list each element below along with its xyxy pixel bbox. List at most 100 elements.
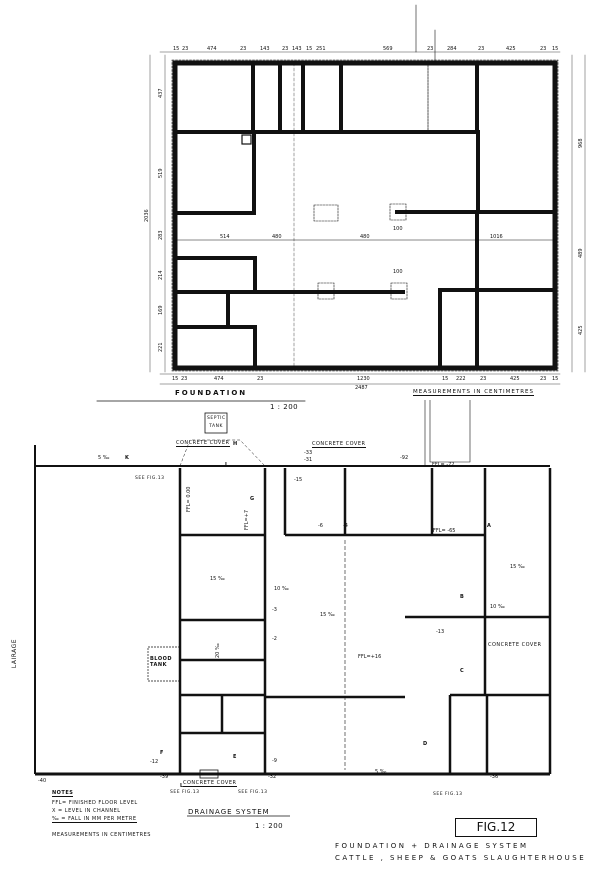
- svg-text:569: 569: [383, 46, 393, 52]
- section-markers: A B C D E F G H J K L: [125, 441, 491, 789]
- svg-text:23: 23: [181, 376, 187, 382]
- svg-text:23: 23: [540, 46, 546, 52]
- section-marker-l: L: [180, 783, 184, 789]
- svg-text:15 ‰: 15 ‰: [320, 612, 335, 618]
- figure-caption-line1: FOUNDATION + DRAINAGE SYSTEM: [335, 842, 529, 850]
- svg-text:2487: 2487: [355, 385, 368, 391]
- svg-text:425: 425: [510, 376, 520, 382]
- dim-label: 15: [173, 46, 179, 52]
- svg-text:-6: -6: [318, 523, 323, 529]
- svg-text:FFL= -65: FFL= -65: [433, 528, 455, 534]
- svg-text:-2: -2: [272, 636, 277, 642]
- concrete-cover-label: CONCRETE COVER: [488, 642, 542, 648]
- concrete-cover-box: [199, 769, 219, 779]
- section-marker-e: E: [233, 754, 237, 760]
- notes-heading: NOTES: [52, 790, 74, 797]
- svg-text:480: 480: [360, 234, 370, 240]
- see-fig-label: SEE FIG.13: [135, 476, 165, 481]
- svg-text:23: 23: [540, 376, 546, 382]
- see-fig-label: SEE FIG.13: [433, 792, 463, 797]
- section-marker-d: D: [423, 741, 427, 747]
- svg-text:169: 169: [158, 305, 164, 315]
- foundation-units-note: MEASUREMENTS IN CENTIMETRES: [413, 389, 534, 396]
- section-marker-k: K: [125, 455, 130, 461]
- pad-footing: [317, 282, 335, 300]
- pad-footing: [390, 282, 408, 300]
- svg-text:100: 100: [393, 226, 403, 232]
- foundation-inner-walls: [173, 61, 557, 370]
- svg-text:968: 968: [578, 138, 584, 148]
- svg-text:15: 15: [552, 376, 558, 382]
- svg-text:425: 425: [578, 325, 584, 335]
- svg-text:-40: -40: [38, 778, 46, 784]
- section-marker-b: B: [460, 594, 464, 600]
- svg-text:284: 284: [447, 46, 457, 52]
- svg-text:10 ‰: 10 ‰: [490, 604, 505, 610]
- svg-text:1016: 1016: [490, 234, 503, 240]
- blood-tank: [147, 646, 181, 682]
- figure-number: FIG.12: [455, 818, 537, 837]
- drainage-plan: [34, 400, 552, 817]
- foundation-title: FOUNDATION: [175, 389, 248, 397]
- svg-text:474: 474: [207, 46, 217, 52]
- svg-text:23: 23: [182, 46, 188, 52]
- svg-text:23: 23: [257, 376, 263, 382]
- svg-text:15: 15: [552, 46, 558, 52]
- drainage-level-labels: -40 -39 -32 -36 -12 -9 -2 -3 -4 -6 -13 -…: [38, 450, 525, 784]
- fall-label: 20 ‰: [215, 643, 221, 658]
- svg-text:23: 23: [240, 46, 246, 52]
- svg-text:FFL=+7: FFL=+7: [244, 510, 250, 530]
- svg-text:-32: -32: [268, 774, 276, 780]
- svg-text:-39: -39: [160, 774, 168, 780]
- level-label: -33: [304, 450, 312, 456]
- section-marker-g: G: [250, 496, 254, 502]
- drainage-scale: 1 : 200: [255, 822, 284, 830]
- svg-text:-4: -4: [343, 523, 348, 529]
- svg-text:23: 23: [282, 46, 288, 52]
- svg-text:222: 222: [456, 376, 466, 382]
- svg-text:214: 214: [158, 270, 164, 280]
- section-marker-f: F: [160, 750, 163, 756]
- blood-tank-label: BLOOD TANK: [150, 656, 172, 668]
- see-fig-label: SEE FIG.13: [238, 790, 268, 795]
- lairage-label: LAIRAGE: [11, 638, 19, 669]
- note-item: ‰ = FALL IN MM PER METRE: [52, 816, 137, 823]
- svg-text:143: 143: [260, 46, 270, 52]
- svg-text:-3: -3: [272, 607, 277, 613]
- section-marker-h: H: [233, 441, 237, 447]
- svg-text:5 ‰: 5 ‰: [98, 455, 110, 461]
- section-marker-j: J: [224, 462, 227, 468]
- svg-text:10 ‰: 10 ‰: [274, 586, 289, 592]
- concrete-cover-label: CONCRETE COVER: [183, 780, 237, 787]
- concrete-cover-label: CONCRETE COVER: [312, 441, 366, 448]
- level-label: -31: [304, 457, 312, 463]
- svg-text:143: 143: [292, 46, 302, 52]
- see-fig-label: SEE FIG.13: [170, 790, 200, 795]
- foundation-outer-wall: [172, 60, 558, 371]
- footing-outline: [171, 59, 559, 372]
- svg-text:-36: -36: [490, 774, 498, 780]
- svg-text:480: 480: [272, 234, 282, 240]
- svg-text:FFL= 0.00: FFL= 0.00: [186, 487, 192, 512]
- level-label: -15: [294, 477, 302, 483]
- foundation-dimension-labels: 15 23 474 23 143 23 143 15 251 569 23 28…: [144, 46, 584, 391]
- svg-text:5 ‰: 5 ‰: [375, 769, 387, 775]
- pad-footing: [313, 204, 339, 222]
- svg-text:437: 437: [158, 88, 164, 98]
- figure-caption-line2: CATTLE , SHEEP & GOATS SLAUGHTERHOUSE: [335, 854, 587, 862]
- svg-text:FFL= -72: FFL= -72: [432, 462, 454, 468]
- concrete-cover-label: CONCRETE COVER: [176, 440, 230, 447]
- svg-text:489: 489: [578, 248, 584, 258]
- section-marker-c: C: [460, 668, 464, 674]
- foundation-scale: 1 : 200: [270, 403, 299, 411]
- svg-text:23: 23: [480, 376, 486, 382]
- section-marker-a: A: [487, 523, 491, 529]
- svg-text:425: 425: [506, 46, 516, 52]
- pad-footing: [389, 203, 407, 221]
- svg-text:-92: -92: [400, 455, 408, 461]
- svg-text:-12: -12: [150, 759, 158, 765]
- svg-text:474: 474: [214, 376, 224, 382]
- svg-text:2036: 2036: [144, 209, 150, 222]
- svg-text:-9: -9: [272, 758, 277, 764]
